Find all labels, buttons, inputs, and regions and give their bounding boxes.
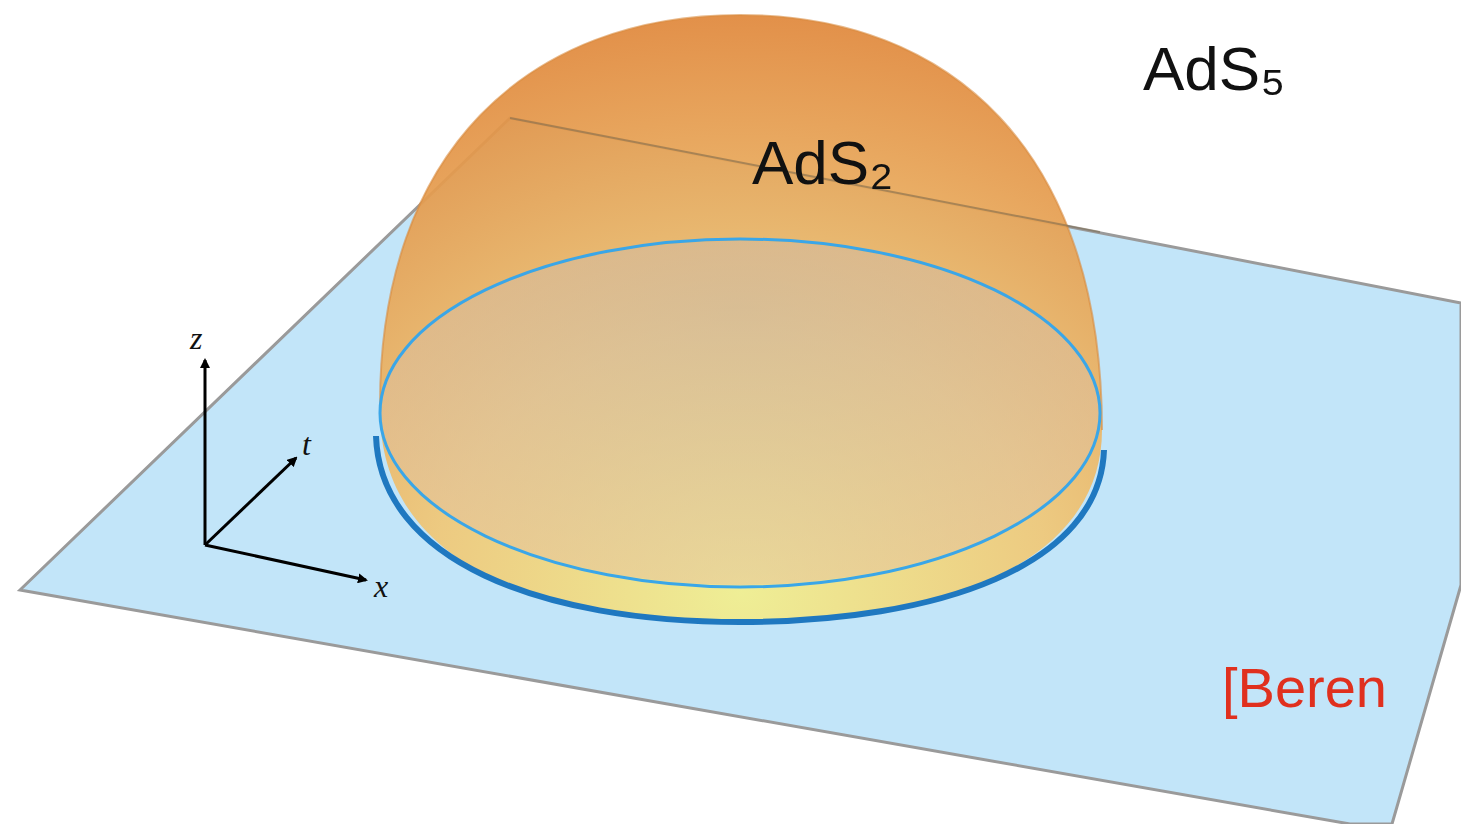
boundary-arc <box>376 436 1104 622</box>
x-axis <box>205 545 366 580</box>
axis-label: x <box>374 570 388 602</box>
space-label: AdS₅ <box>1143 38 1285 100</box>
axis-label: z <box>190 322 202 354</box>
surface-label: AdS₂ <box>752 132 893 194</box>
z-axis <box>204 360 207 545</box>
reference-tag: [Beren <box>1222 660 1387 716</box>
hemisphere-rim <box>380 15 1102 430</box>
axis-label: t <box>302 428 311 460</box>
hemisphere-interior <box>380 241 1100 585</box>
ads2-hemisphere <box>380 15 1102 622</box>
plane-edge-behind <box>510 118 1100 232</box>
t-axis <box>205 458 296 545</box>
wilson-loop-circle <box>380 239 1100 587</box>
